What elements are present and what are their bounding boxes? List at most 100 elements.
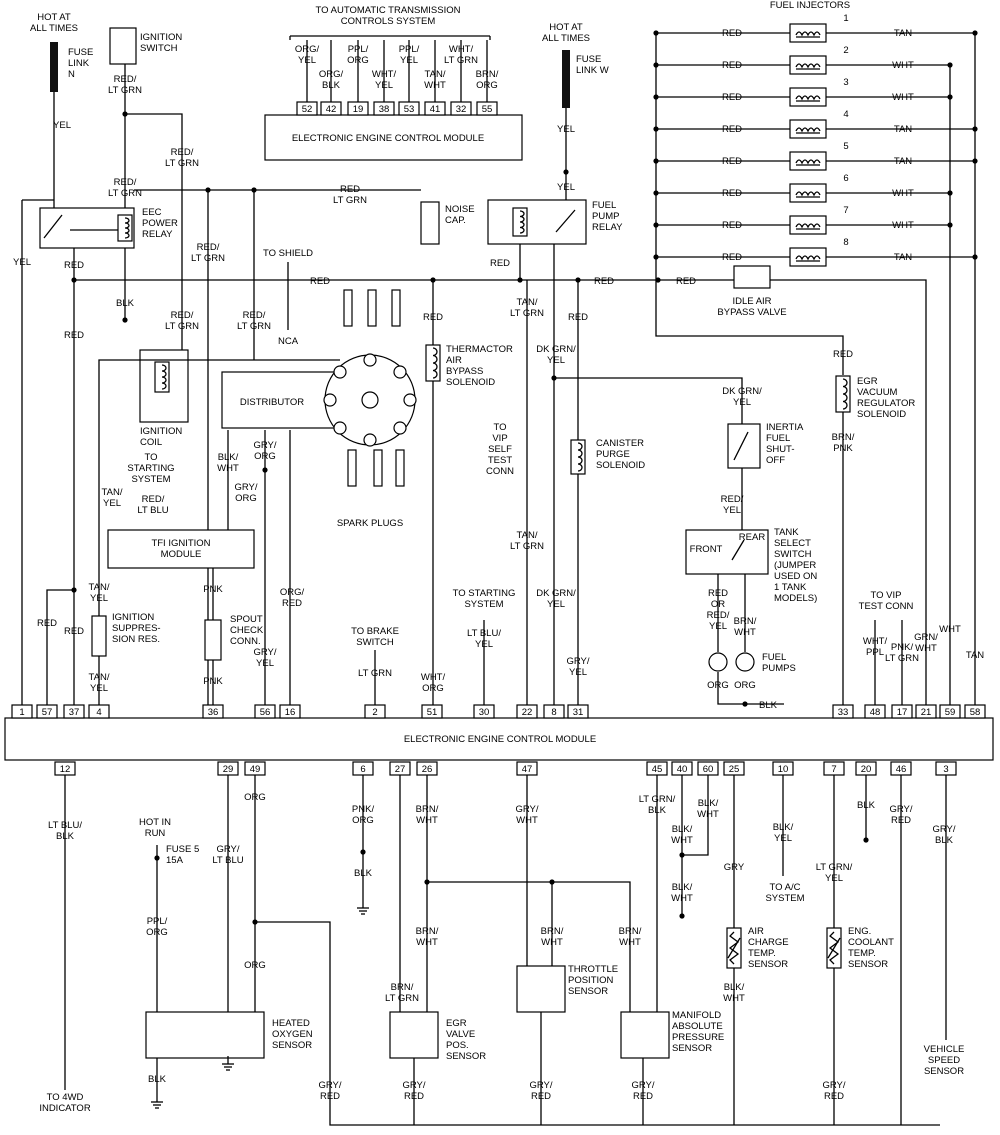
ecm-top-pin xyxy=(421,704,443,719)
spark-plug-icon xyxy=(347,449,357,487)
trans-ecm-module xyxy=(264,114,523,161)
junction-dot xyxy=(679,913,685,919)
noise-cap-icon xyxy=(420,201,440,245)
wire-brn-wht: BRN/WHT xyxy=(541,926,564,948)
junction-dot xyxy=(262,467,268,473)
wire-injector: WHT xyxy=(892,188,914,199)
wire-dkgrn-yel: DK GRN/YEL xyxy=(722,386,762,408)
wire-blk-wht: BLK/WHT xyxy=(671,882,693,904)
wire-red-ltgrn: RED/LT GRN xyxy=(165,147,199,169)
red-pin57-wire xyxy=(46,589,74,705)
tfi-module xyxy=(107,529,255,569)
trans-wire-label: TAN/WHT xyxy=(424,69,446,91)
wire-brn-ltgrn: BRN/LT GRN xyxy=(385,982,419,1004)
pin-number: 53 xyxy=(404,104,415,115)
wire-red: RED xyxy=(64,330,84,341)
junction-dot xyxy=(653,126,659,132)
pin-number: 48 xyxy=(870,707,881,718)
trans-wire-label: BRN/ORG xyxy=(476,69,499,91)
wire-red: RED xyxy=(423,312,443,323)
suppression-resistor-icon xyxy=(91,615,107,657)
spout-check-icon xyxy=(204,619,222,661)
wire-red: RED xyxy=(568,312,588,323)
wire-red: RED xyxy=(722,92,742,103)
wire-red: RED xyxy=(722,188,742,199)
wire-blk: BLK xyxy=(857,800,876,811)
wire-blk: BLK xyxy=(354,868,373,879)
tank-select-switch xyxy=(685,529,769,575)
wire-gry-yel: GRY/YEL xyxy=(566,656,589,678)
thermistor-arrow xyxy=(727,937,741,959)
inertia-contact xyxy=(733,431,749,461)
pin-number: 49 xyxy=(250,764,261,775)
map-sensor xyxy=(620,1011,670,1059)
idle-air-bypass-valve xyxy=(733,265,771,289)
coil-winding xyxy=(161,364,167,390)
fuel-injector-5 xyxy=(789,151,827,171)
pin-number: 31 xyxy=(573,707,584,718)
pin-number: 2 xyxy=(372,707,377,718)
fuel-injector-6 xyxy=(789,183,827,203)
inertia-switch-icon xyxy=(727,423,761,469)
wire-brn-wht: BRN/WHT xyxy=(416,926,439,948)
fuel-injectors-title: FUEL INJECTORS xyxy=(770,0,850,11)
trans-wire-label: ORG/YEL xyxy=(295,44,320,66)
blk-wht-60 xyxy=(682,775,709,856)
pin-number: 55 xyxy=(482,104,493,115)
junction-dot xyxy=(653,30,659,36)
spark-plug-icon xyxy=(395,449,405,487)
wire-yel: YEL xyxy=(557,182,575,193)
junction-dot xyxy=(653,158,659,164)
wire-brn-pnk: BRN/PNK xyxy=(832,432,855,454)
wire-tan-ltgrn: TAN/LT GRN xyxy=(510,530,544,552)
injector-number: 8 xyxy=(843,237,848,248)
fuel-injector-3 xyxy=(789,87,827,107)
tank-contact xyxy=(731,539,745,561)
fuel-pump-relay xyxy=(487,199,587,245)
injector-red-bus xyxy=(655,32,844,375)
junction-dot xyxy=(679,852,685,858)
pin-number: 6 xyxy=(360,764,365,775)
wire-red-ltgrn: RED/LT GRN xyxy=(191,242,225,264)
nca-label: NCA xyxy=(278,336,299,347)
pin-number: 19 xyxy=(353,104,364,115)
wire-gry: GRY xyxy=(724,862,745,873)
wire-org: ORG xyxy=(244,960,266,971)
pin-number: 38 xyxy=(379,104,390,115)
wire-red: RED xyxy=(722,252,742,263)
pin-number: 41 xyxy=(430,104,441,115)
wire-red: RED xyxy=(37,618,57,629)
spark-terminal-icon xyxy=(363,433,377,447)
wire-yel: YEL xyxy=(53,120,71,131)
trans-wire-label: PPL/YEL xyxy=(399,44,420,66)
throttle-position-sensor xyxy=(516,965,566,1013)
thermistor-arrow xyxy=(827,937,841,959)
pin-number: 33 xyxy=(838,707,849,718)
wire-pnk: PNK xyxy=(203,676,223,687)
wire-red: RED xyxy=(722,220,742,231)
pin-number: 12 xyxy=(60,764,71,775)
spark-plug-icon xyxy=(373,449,383,487)
junction-dot xyxy=(653,62,659,68)
wire-gry-red: GRY/RED xyxy=(318,1080,341,1102)
wire-red: RED xyxy=(490,258,510,269)
wire-red: RED xyxy=(833,349,853,360)
pin-number: 21 xyxy=(921,707,932,718)
injector-coil xyxy=(795,127,821,133)
pin-number: 56 xyxy=(260,707,271,718)
